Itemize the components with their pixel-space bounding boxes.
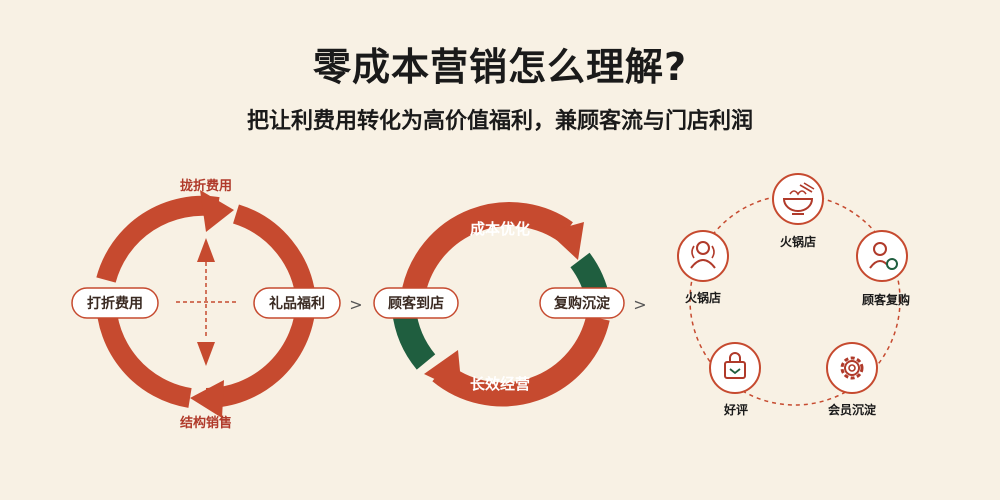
cycle-2-right-label: 复购沉淀 <box>553 295 611 312</box>
center-up-arrow <box>197 238 215 262</box>
noodle-bowl-icon <box>782 182 815 215</box>
separator-1: > <box>349 295 362 314</box>
center-down-arrow <box>197 342 215 366</box>
cycle-1-top-arc <box>96 195 220 283</box>
cycle-2-left-label: 顾客到店 <box>388 295 444 312</box>
gear-icon <box>840 356 864 380</box>
node-bottom-right-label: 会员沉淀 <box>828 402 877 417</box>
page-subtitle: 把让利费用转化为高价值福利，兼顾客流与门店利润 <box>246 109 753 134</box>
page-title: 零成本营销怎么理解? <box>312 45 688 89</box>
cycle-2-top-arrowhead <box>548 222 584 260</box>
shopping-bag-icon <box>724 352 746 379</box>
node-top-label: 火锅店 <box>780 234 816 249</box>
cycle-2-top-arc <box>402 202 573 294</box>
people-icon <box>690 241 716 269</box>
node-top: 火锅店 <box>772 173 824 249</box>
cycle-1-left-label: 打折费用 <box>87 295 143 312</box>
cycle-1-top-label: 拢折费用 <box>180 178 232 194</box>
cycle-1-bottom-arc <box>205 299 316 408</box>
cycle-1-right-label: 礼品福利 <box>269 295 325 312</box>
node-left-label: 火锅店 <box>685 290 721 305</box>
cycle-2-bottom-arc <box>432 315 610 407</box>
cycle-2-bottom-arrowhead <box>424 350 462 392</box>
cycle-1-bottom-arrowhead <box>190 380 224 418</box>
node-bottom-left: 好评 <box>709 342 761 417</box>
separator-2: > <box>633 295 646 314</box>
cycle-1: 拢折费用 结构销售 打折费用 礼品福利 <box>71 178 341 431</box>
cycle-2-bottom-label: 长效经营 <box>470 375 530 393</box>
customer-repeat-icon <box>869 242 898 270</box>
node-right: 顾客复购 <box>856 230 910 307</box>
cycle-3: 火锅店 顾客复购 会员沉淀 <box>677 173 910 417</box>
cycle-1-top-arrowhead <box>200 190 234 232</box>
node-right-label: 顾客复购 <box>862 292 910 307</box>
node-bottom-left-label: 好评 <box>723 402 748 417</box>
cycle-2-top-label: 成本优化 <box>470 220 530 238</box>
node-left: 火锅店 <box>677 230 729 305</box>
cycle-2: 成本优化 长效经营 顾客到店 复购沉淀 <box>373 202 625 407</box>
cycle-1-right-arc <box>232 204 316 302</box>
cycle-1-bottom-label: 结构销售 <box>180 415 232 431</box>
node-bottom-right: 会员沉淀 <box>826 342 878 417</box>
